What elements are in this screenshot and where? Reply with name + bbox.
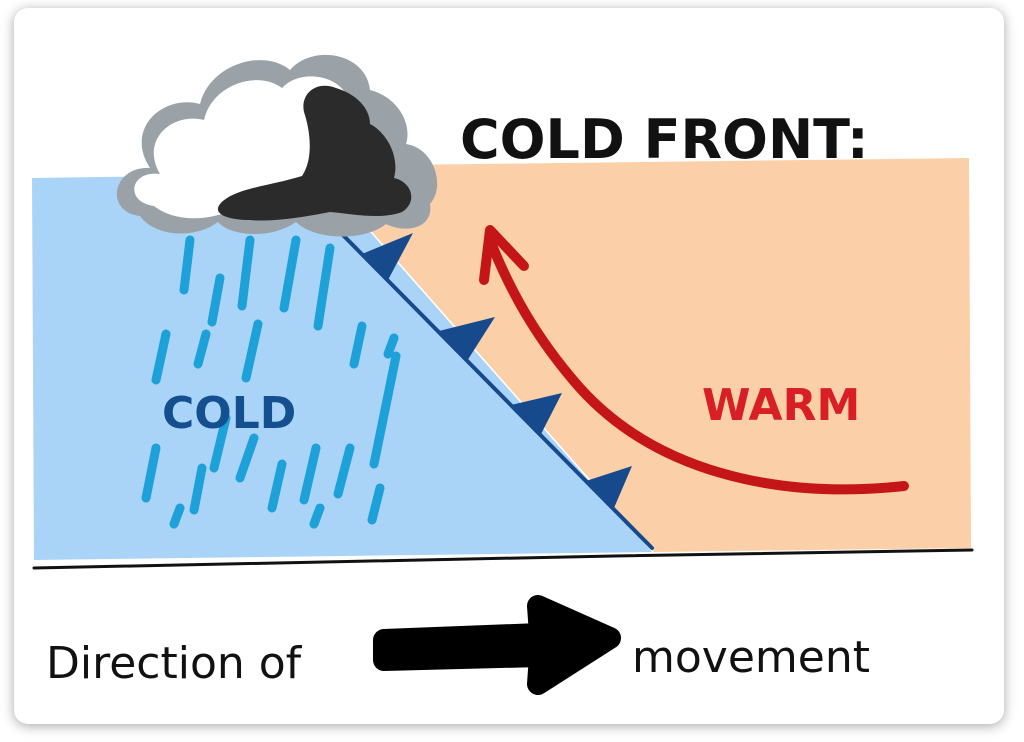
rain-icon <box>141 235 401 529</box>
warm-air-label: WARM <box>702 380 860 431</box>
cold-front-diagram: COLD FRONT: COLD WARM Direction of movem… <box>32 54 974 695</box>
warm-air-region <box>314 158 971 552</box>
front-triangle <box>439 317 495 361</box>
front-triangle <box>511 393 562 436</box>
direction-arrow-icon <box>373 595 621 695</box>
ground-line <box>32 548 974 570</box>
cold-front-line <box>334 226 654 550</box>
diagram-title: COLD FRONT: <box>460 108 869 171</box>
front-triangle <box>362 233 413 280</box>
direction-label-left: Direction of <box>46 638 303 689</box>
warm-air-arrow-icon <box>479 225 909 495</box>
direction-label-right: movement <box>632 632 870 683</box>
cloud-icon <box>116 54 438 237</box>
front-triangle <box>586 466 632 508</box>
diagram-card: COLD FRONT: COLD WARM Direction of movem… <box>14 8 1004 724</box>
cold-air-label: COLD <box>162 388 296 439</box>
